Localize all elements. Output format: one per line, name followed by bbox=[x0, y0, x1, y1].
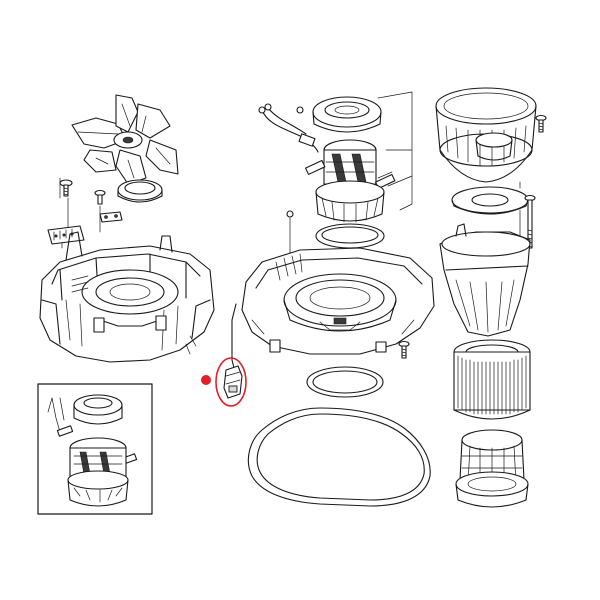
inset-motor[interactable] bbox=[67, 437, 129, 507]
fan-impeller[interactable] bbox=[71, 94, 179, 185]
screw-left-2[interactable] bbox=[94, 189, 106, 205]
filter-ring-right[interactable] bbox=[451, 186, 529, 215]
small-washer-top[interactable] bbox=[296, 106, 304, 114]
long-bolt[interactable] bbox=[524, 194, 536, 249]
highlight-ring bbox=[215, 357, 247, 407]
large-gasket[interactable] bbox=[247, 407, 431, 507]
bearing-ring-left[interactable] bbox=[117, 179, 163, 203]
switch-wire bbox=[231, 303, 237, 369]
top-dust-cup[interactable] bbox=[435, 87, 537, 183]
o-ring-small[interactable] bbox=[306, 366, 384, 398]
motor-top-cap[interactable] bbox=[312, 96, 382, 133]
motor-mount-plate[interactable] bbox=[241, 247, 435, 355]
leader-lines-left bbox=[59, 177, 101, 249]
clip-bracket[interactable] bbox=[99, 211, 123, 223]
highlighted-part[interactable] bbox=[223, 365, 243, 399]
motor-gasket-ring[interactable] bbox=[315, 223, 385, 249]
motor-fan-housing[interactable] bbox=[315, 180, 385, 223]
filter-cage[interactable] bbox=[455, 429, 529, 508]
small-washer-mid[interactable] bbox=[286, 210, 294, 218]
screw-left-1[interactable] bbox=[59, 179, 73, 197]
inset-motor-cap[interactable] bbox=[73, 394, 123, 425]
highlight-marker-dot bbox=[201, 375, 211, 385]
leader-lines-center bbox=[377, 91, 413, 211]
cylindrical-filter[interactable] bbox=[453, 339, 531, 420]
base-housing[interactable] bbox=[39, 231, 215, 363]
wire-lead[interactable] bbox=[258, 103, 319, 153]
motor-armature[interactable] bbox=[305, 139, 396, 189]
inset-detail-box bbox=[37, 383, 153, 515]
screw-center[interactable] bbox=[398, 340, 410, 359]
filter-basket-cone[interactable] bbox=[439, 223, 531, 337]
screw-right-top[interactable] bbox=[535, 114, 547, 133]
terminal-block[interactable] bbox=[47, 225, 85, 245]
